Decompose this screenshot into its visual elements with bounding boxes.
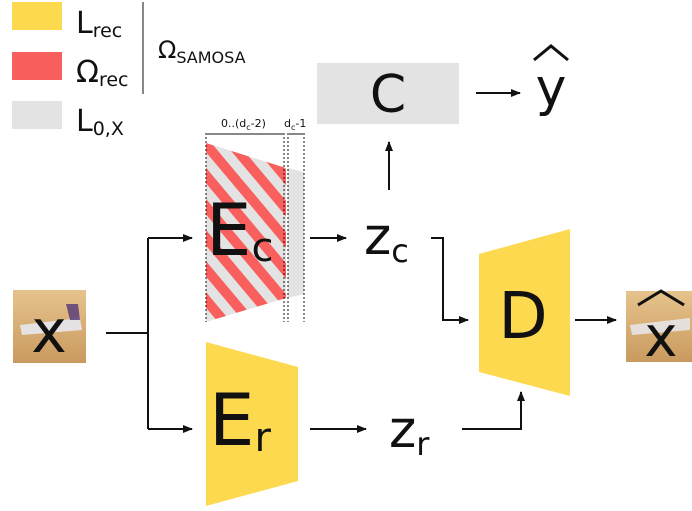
x-hat-caret <box>637 289 685 307</box>
encoder-c: Ec <box>206 143 304 322</box>
arrow-zc-to-d <box>431 237 469 324</box>
latent-zr: zr <box>389 400 430 463</box>
input-image: x <box>13 290 86 367</box>
legend: Lrec Ωrec L0,X ΩSAMOSA <box>12 2 246 140</box>
encoder-r: Er <box>206 342 298 506</box>
decoder-shape <box>479 229 570 396</box>
input-x-label: x <box>31 297 67 367</box>
classifier-box <box>317 63 459 124</box>
legend-label-l-rec: Lrec <box>76 6 122 42</box>
y-hat-caret <box>533 44 569 62</box>
y-hat: y <box>533 44 569 118</box>
arrow-zr-to-d <box>462 391 525 430</box>
dims-annotation <box>205 133 305 322</box>
legend-label-omega-rec: Ωrec <box>76 55 128 91</box>
latent-zc: zc <box>364 207 409 270</box>
legend-swatch-l-0x <box>12 101 62 129</box>
legend-label-l-0x: L0,X <box>76 104 124 140</box>
encoder-r-label: Er <box>209 378 272 462</box>
legend-swatch-l-rec <box>12 2 62 30</box>
output-x-label: x <box>644 305 677 370</box>
classifier: C <box>317 63 459 125</box>
legend-group-label: ΩSAMOSA <box>158 36 246 67</box>
encoder-c-last-dim <box>288 168 304 298</box>
decoder: D <box>479 229 570 396</box>
legend-swatch-omega-rec <box>12 52 62 80</box>
decoder-label: D <box>498 280 547 354</box>
encoder-c-label: Ec <box>206 188 274 272</box>
dims-last-label: dc-1 <box>284 117 306 132</box>
connectors <box>106 89 617 433</box>
encoder-r-shape <box>206 342 298 506</box>
y-hat-label: y <box>536 58 567 118</box>
encoder-c-shape <box>206 143 286 322</box>
classifier-label: C <box>370 65 406 125</box>
output-image: x <box>626 289 692 370</box>
dims-first-label: 0..(dc-2) <box>221 117 266 132</box>
